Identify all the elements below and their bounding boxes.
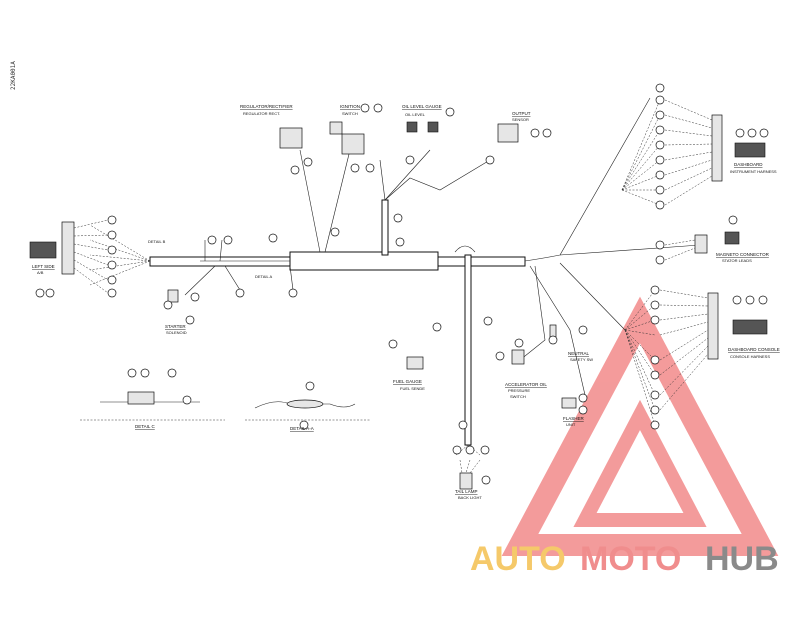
lower-connectors: [167, 289, 577, 490]
label-magneto: MAGNETO CONNECTOR: [716, 252, 770, 257]
regulator-connector: [279, 127, 303, 149]
label-left-sub: A/B: [37, 270, 44, 275]
harness-branch-up: [381, 199, 389, 256]
label-detail-c: DETAIL C: [135, 424, 156, 429]
top-connectors: [279, 121, 519, 155]
label-left: LEFT SIDE: [32, 264, 55, 269]
label-accelerator: ACCELERATOR OIL: [505, 382, 547, 387]
label-detail-b: DETAIL B: [148, 239, 166, 244]
label-dash-upper-sub: INSTRUMENT HARNESS: [730, 169, 777, 174]
oil-gauge-connector-a: [406, 121, 418, 133]
upper-right-fan: [621, 99, 766, 206]
label-ignition-sub: SWITCH: [342, 111, 358, 116]
dashboard-upper-plug: [734, 142, 766, 158]
label-oil-level: OIL LEVEL GAUGE: [402, 104, 442, 109]
brand-part-moto: MOTO: [580, 540, 681, 578]
label-detail-a: DETAIL A: [255, 274, 272, 279]
lower-right-fan: [624, 289, 768, 426]
label-dash-upper: DASHBOARD: [734, 162, 763, 167]
label-neutral-sub: SAFETY SW: [570, 357, 593, 362]
tail-lamp-connector: [459, 472, 473, 490]
magneto-connector-group: [664, 231, 740, 261]
fuel-gauge-connector: [406, 356, 424, 370]
label-fuel-gauge-sub: FUEL SENDE: [400, 386, 425, 391]
magneto-plug: [724, 231, 740, 245]
brand-part-hub: HUB: [705, 540, 779, 578]
label-regulator-sub: REGULATOR RECT.: [243, 111, 280, 116]
label-ignition: IGNITION: [340, 104, 360, 109]
oil-gauge-connector-b: [427, 121, 439, 133]
label-dash-lower: DASHBOARD CONSOLE: [728, 347, 780, 352]
dashboard-lower-plug: [732, 319, 768, 335]
detail-c-sketch: [80, 391, 225, 421]
starter-connector: [167, 289, 179, 303]
neutral-connector: [549, 324, 557, 338]
dashboard-upper-connector: [711, 114, 723, 182]
label-starter: STARTER: [165, 324, 186, 329]
label-tail-lamp-sub: BACK LIGHT: [458, 495, 482, 500]
component-labels: REGULATOR/RECTIFIER REGULATOR RECT. IGNI…: [32, 104, 780, 500]
label-regulator: REGULATOR/RECTIFIER: [240, 104, 293, 109]
label-magneto-sub: STATOR LEADS: [722, 258, 752, 263]
label-neutral: NEUTRAL: [568, 351, 590, 356]
ignition-connector-a: [329, 121, 343, 135]
magneto-connector: [694, 234, 708, 254]
label-starter-sub: SOLENOID: [166, 330, 187, 335]
detail-aa-part: [286, 399, 324, 409]
harness-trunk-thick: [289, 251, 439, 271]
detail-aa-sketch: [245, 399, 370, 421]
harness-branch-down: [464, 254, 472, 446]
watermark-triangle-outer: [501, 296, 779, 556]
dashboard-lower-connector: [707, 292, 719, 360]
main-harness: [89, 97, 701, 446]
callouts: [35, 83, 769, 485]
label-detail-aa: DETAIL A-A: [290, 426, 314, 431]
watermark-text: AUTO MOTO HUB: [470, 540, 779, 578]
label-flasher-sub: UNIT: [566, 422, 576, 427]
left-side-plug: [29, 241, 57, 259]
label-flasher: FLASHER: [563, 416, 585, 421]
label-dash-lower-sub: CONSOLE HARNESS: [730, 354, 770, 359]
label-oil-level-sub: OIL LEVEL: [405, 112, 426, 117]
left-connector-group: [29, 219, 109, 294]
label-tail-lamp: TAIL LAMP: [455, 489, 478, 494]
output-sensor-connector: [497, 123, 519, 143]
accelerator-connector: [511, 349, 525, 365]
ignition-connector-b: [341, 133, 365, 155]
watermark-triangle-inner: [573, 399, 707, 527]
label-fuel-gauge: FUEL GAUGE: [393, 379, 422, 384]
label-output: OUTPUT: [512, 111, 531, 116]
label-output-sub: SENSOR: [512, 117, 529, 122]
label-accelerator-sub: PRESSURE: [508, 388, 530, 393]
label-accelerator-sub2: SWITCH: [510, 394, 526, 399]
detail-c-part: [127, 391, 155, 405]
brand-part-auto: AUTO: [470, 540, 566, 578]
flasher-connector: [561, 397, 577, 409]
left-side-connector: [61, 221, 75, 275]
watermark-logo: [501, 296, 779, 556]
